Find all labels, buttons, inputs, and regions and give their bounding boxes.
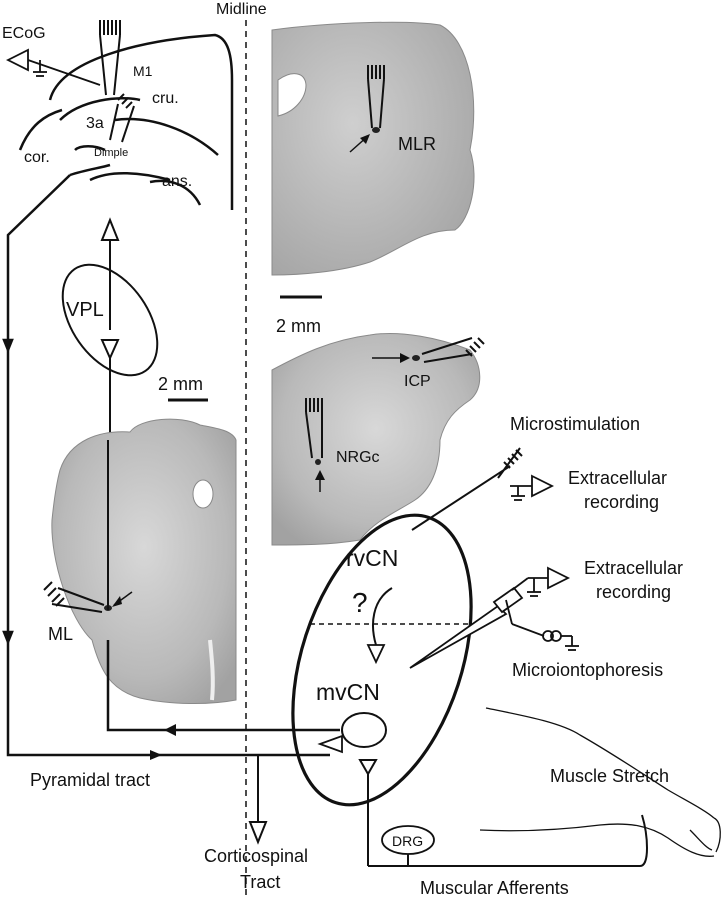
scale-right-label: 2 mm (276, 316, 321, 336)
icp-label: ICP (404, 373, 431, 390)
nrgc-electrode (305, 398, 323, 459)
m1-label: M1 (133, 63, 153, 79)
mvcn-label: mvCN (316, 679, 380, 705)
vpl-ellipse (61, 263, 159, 377)
midbrain-section (271, 21, 475, 276)
cortex-outline (18, 33, 234, 210)
iontophoresis-source (542, 630, 579, 651)
dimple-label: Dimple (94, 147, 128, 159)
muscular-afferents-label: Muscular Afferents (420, 878, 569, 898)
area3a-label: 3a (86, 115, 104, 132)
ans-label: ans. (162, 173, 192, 190)
afferent-pathway (358, 759, 648, 867)
icp-electrode (421, 337, 485, 363)
pons-section (271, 333, 481, 546)
extracellular-amp-2 (527, 566, 571, 597)
vpl-label: VPL (66, 299, 104, 321)
scale-left-label: 2 mm (158, 374, 203, 394)
mlr-electrode (367, 65, 385, 129)
muscle-stretch-label: Muscle Stretch (550, 766, 669, 786)
area3a-electrode (109, 93, 135, 143)
multibarrel-pipette (409, 577, 545, 669)
nrgc-lesion (315, 459, 321, 465)
medulla-fissure (208, 639, 215, 701)
mlr-label: MLR (398, 134, 436, 154)
microiontophoresis-label: Microiontophoresis (512, 660, 663, 680)
extracellular-2-line2: recording (596, 582, 671, 602)
question-mark: ? (352, 587, 368, 618)
rvcn-label: rvCN (346, 545, 398, 571)
extracellular-amp-1 (510, 474, 555, 501)
ml-electrode (43, 581, 105, 613)
mlr-lesion (372, 127, 380, 133)
medulla-canal (192, 479, 214, 509)
microstim-electrode (411, 447, 523, 531)
midbrain-aqueduct (277, 73, 307, 117)
corticospinal-line1: Corticospinal (204, 846, 308, 866)
forelimb-sketch (479, 707, 721, 857)
drg-label: DRG (392, 833, 423, 849)
extracellular-1-line1: Extracellular (568, 468, 667, 488)
relay-neuron (341, 712, 387, 748)
midline-label: Midline (216, 1, 267, 18)
extracellular-1-line2: recording (584, 492, 659, 512)
corticospinal-line2: Tract (240, 872, 280, 892)
medulla-section (51, 418, 237, 704)
corticospinal-arrow (248, 755, 268, 845)
nrgc-label: NRGc (336, 449, 380, 466)
cuneate-nucleus-ellipse (291, 513, 473, 807)
m1-electrode (99, 20, 121, 96)
vpl-ascending-arrow (100, 217, 120, 440)
rvcn-to-mvcn-arrow (372, 587, 393, 646)
pyramidal-tract-label: Pyramidal tract (30, 770, 150, 790)
pyramidal-pathway (2, 174, 330, 760)
ml-to-relay (106, 640, 340, 732)
ml-label: ML (48, 624, 73, 644)
cru-label: cru. (152, 90, 179, 107)
ecog-label: ECoG (2, 25, 46, 42)
extracellular-2-line1: Extracellular (584, 558, 683, 578)
microstimulation-label: Microstimulation (510, 414, 640, 434)
cor-label: cor. (24, 149, 50, 166)
ecog-amplifier (5, 48, 101, 86)
icp-lesion (412, 355, 420, 361)
